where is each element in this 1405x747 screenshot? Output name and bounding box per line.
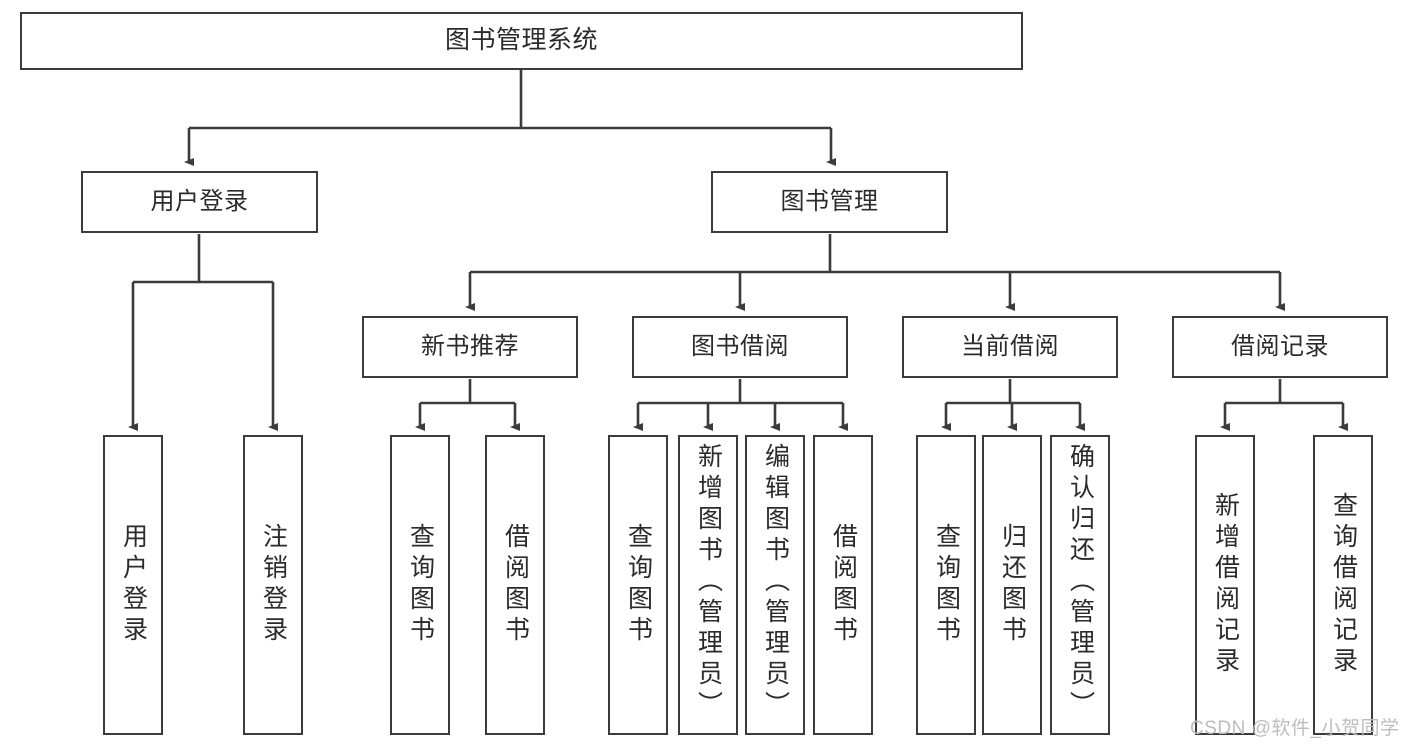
- node-current-borrow[interactable]: 当前借阅: [902, 316, 1118, 378]
- node-book-manage[interactable]: 图书管理: [711, 171, 948, 233]
- node-leaf-add-record[interactable]: 新增借阅记录: [1195, 435, 1255, 735]
- node-label: 用户登录: [119, 523, 148, 647]
- node-root-system[interactable]: 图书管理系统: [20, 12, 1023, 70]
- node-label: 确认归还（管理员）: [1066, 443, 1095, 722]
- node-new-book-recommend[interactable]: 新书推荐: [362, 316, 578, 378]
- node-leaf-borrow-book-1[interactable]: 借阅图书: [485, 435, 545, 735]
- node-leaf-user-login[interactable]: 用户登录: [103, 435, 163, 735]
- node-label: 归还图书: [998, 523, 1027, 647]
- node-label: 新增借阅记录: [1211, 492, 1240, 678]
- node-label: 新书推荐: [421, 332, 519, 360]
- node-label: 图书借阅: [691, 332, 789, 360]
- node-label: 借阅图书: [501, 523, 530, 647]
- node-label: 查询图书: [406, 523, 435, 647]
- node-label: 图书管理: [780, 187, 879, 215]
- node-label: 图书管理系统: [444, 26, 598, 55]
- node-borrow-record[interactable]: 借阅记录: [1172, 316, 1388, 378]
- node-leaf-query-book-1[interactable]: 查询图书: [390, 435, 450, 735]
- node-label: 借阅图书: [829, 523, 858, 647]
- node-label: 当前借阅: [961, 332, 1059, 360]
- node-label: 编辑图书（管理员）: [761, 443, 790, 722]
- node-leaf-query-book-3[interactable]: 查询图书: [916, 435, 976, 735]
- node-label: 查询借阅记录: [1329, 492, 1358, 678]
- csdn-watermark: CSDN @软件_小贺同学: [1190, 718, 1400, 739]
- node-leaf-query-book-2[interactable]: 查询图书: [608, 435, 668, 735]
- node-book-borrow[interactable]: 图书借阅: [632, 316, 848, 378]
- node-user-login[interactable]: 用户登录: [81, 171, 318, 233]
- node-label: 借阅记录: [1231, 332, 1329, 360]
- node-label: 用户登录: [150, 187, 249, 215]
- node-leaf-logout-login[interactable]: 注销登录: [243, 435, 303, 735]
- node-label: 查询图书: [624, 523, 653, 647]
- node-label: 查询图书: [932, 523, 961, 647]
- node-leaf-confirm-return[interactable]: 确认归还（管理员）: [1050, 435, 1110, 735]
- node-label: 新增图书（管理员）: [694, 443, 723, 722]
- node-label: 注销登录: [259, 523, 288, 647]
- node-leaf-borrow-book-2[interactable]: 借阅图书: [813, 435, 873, 735]
- node-leaf-query-record[interactable]: 查询借阅记录: [1313, 435, 1373, 735]
- node-leaf-return-book[interactable]: 归还图书: [982, 435, 1042, 735]
- node-leaf-edit-book[interactable]: 编辑图书（管理员）: [745, 435, 805, 735]
- node-leaf-add-book[interactable]: 新增图书（管理员）: [678, 435, 738, 735]
